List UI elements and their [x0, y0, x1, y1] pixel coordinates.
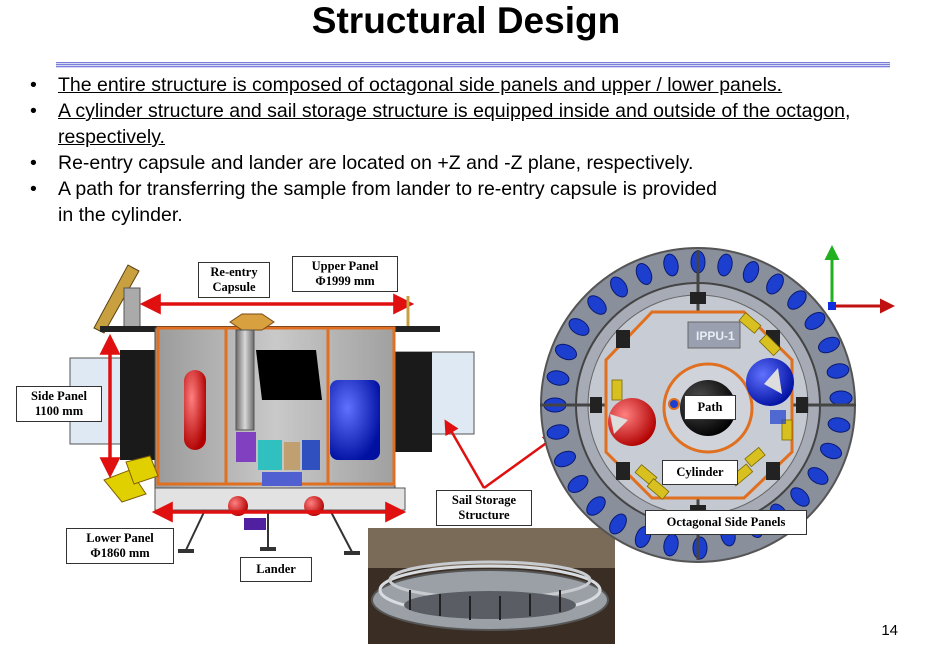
- bullet-3: Re-entry capsule and lander are located …: [28, 150, 908, 176]
- path-label: Path: [684, 395, 736, 420]
- sail-storage-photo: [368, 528, 615, 644]
- octagonal-side-panels-label: Octagonal Side Panels: [645, 510, 807, 535]
- cylinder-label: Cylinder: [662, 460, 738, 485]
- page-title: Structural Design: [311, 0, 621, 41]
- reentry-capsule-label: Re-entry Capsule: [198, 262, 270, 298]
- page-number: 14: [881, 622, 898, 639]
- bullet-list: The entire structure is composed of octa…: [28, 72, 908, 228]
- lower-panel-label: Lower Panel Φ1860 mm: [66, 528, 174, 564]
- upper-panel-label: Upper Panel Φ1999 mm: [292, 256, 398, 292]
- reentry-label-line2: Capsule: [212, 280, 256, 294]
- lower-label-line1: Lower Panel: [86, 531, 154, 545]
- lander-label: Lander: [240, 557, 312, 582]
- bullet-1: The entire structure is composed of octa…: [28, 72, 908, 98]
- side-label-line2: 1100 mm: [34, 404, 84, 418]
- spacecraft-top-view: [540, 247, 856, 563]
- sail-label-line2: Structure: [458, 508, 510, 522]
- sail-storage-label: Sail Storage Structure: [436, 490, 532, 526]
- ppu-text: IPPU-1: [696, 329, 735, 343]
- upper-label-line1: Upper Panel: [311, 259, 379, 273]
- reentry-label-line1: Re-entry: [210, 265, 258, 279]
- upper-label-line2: Φ1999 mm: [315, 274, 375, 288]
- side-panel-label: Side Panel 1100 mm: [16, 386, 102, 422]
- title-divider: [56, 62, 890, 68]
- bullet-4: A path for transferring the sample from …: [28, 176, 718, 228]
- sail-label-line1: Sail Storage: [451, 493, 517, 507]
- side-label-line1: Side Panel: [31, 389, 87, 403]
- lower-label-line2: Φ1860 mm: [90, 546, 150, 560]
- bullet-2: A cylinder structure and sail storage st…: [28, 98, 898, 150]
